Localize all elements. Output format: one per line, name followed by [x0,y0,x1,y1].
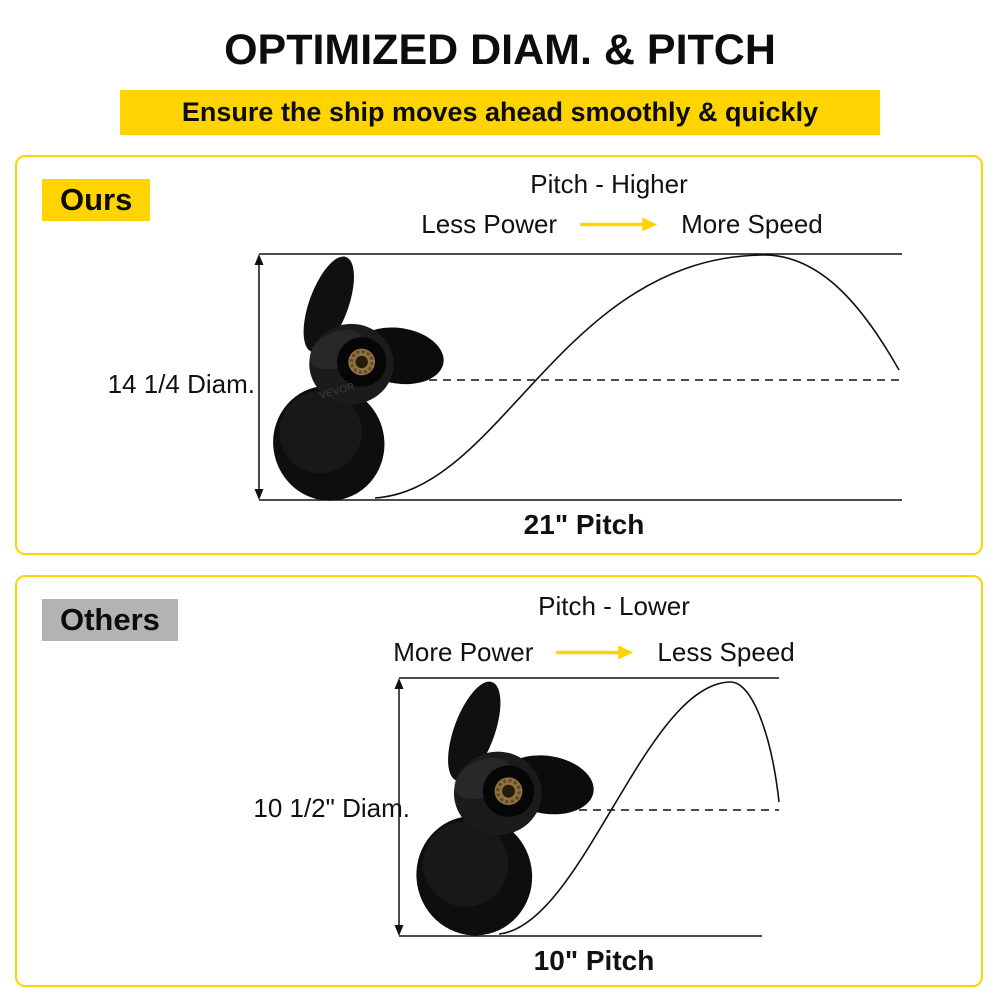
propeller-icon: VEVOR [273,256,444,501]
propeller-icon [416,681,594,936]
pitch-label-others: 10" Pitch [533,945,655,976]
diameter-arrow [254,254,264,500]
pitch-wave [374,254,900,499]
diameter-label-ours: 14 1/4 Diam. [107,369,255,399]
panel-label-ours: Ours [42,179,151,221]
tradeoff-left-label: Less Power [421,209,558,239]
pitch-label-ours: 21" Pitch [523,509,645,540]
diameter-label-others: 10 1/2" Diam. [253,793,410,823]
panel-others: Others Pitch - Lower More Power Less Spe… [15,575,983,987]
tradeoff-row-ours: Less Power More Speed [421,209,823,240]
right-arrow-icon [580,217,658,232]
subtitle-banner: Ensure the ship moves ahead smoothly & q… [120,90,880,135]
tradeoff-left-label: More Power [393,637,534,667]
propeller-image-ours: VEVOR [262,255,447,507]
page-title: OPTIMIZED DIAM. & PITCH [224,26,776,74]
pitch-curve-diagram-ours [254,253,902,501]
panel-ours: Ours Pitch - Higher Less Power More Spee… [15,155,983,555]
diameter-arrow [394,678,404,936]
panel-label-others: Others [42,599,178,641]
tradeoff-row-others: More Power Less Speed [393,637,794,668]
tradeoff-right-label: Less Speed [657,637,795,667]
right-arrow-icon [556,645,634,660]
pitch-wave [498,681,780,935]
pitch-heading-ours: Pitch - Higher [530,169,688,199]
tradeoff-right-label: More Speed [681,209,823,239]
pitch-curve-diagram-others [394,677,780,937]
propeller-image-others [405,680,597,942]
pitch-heading-others: Pitch - Lower [538,591,690,621]
